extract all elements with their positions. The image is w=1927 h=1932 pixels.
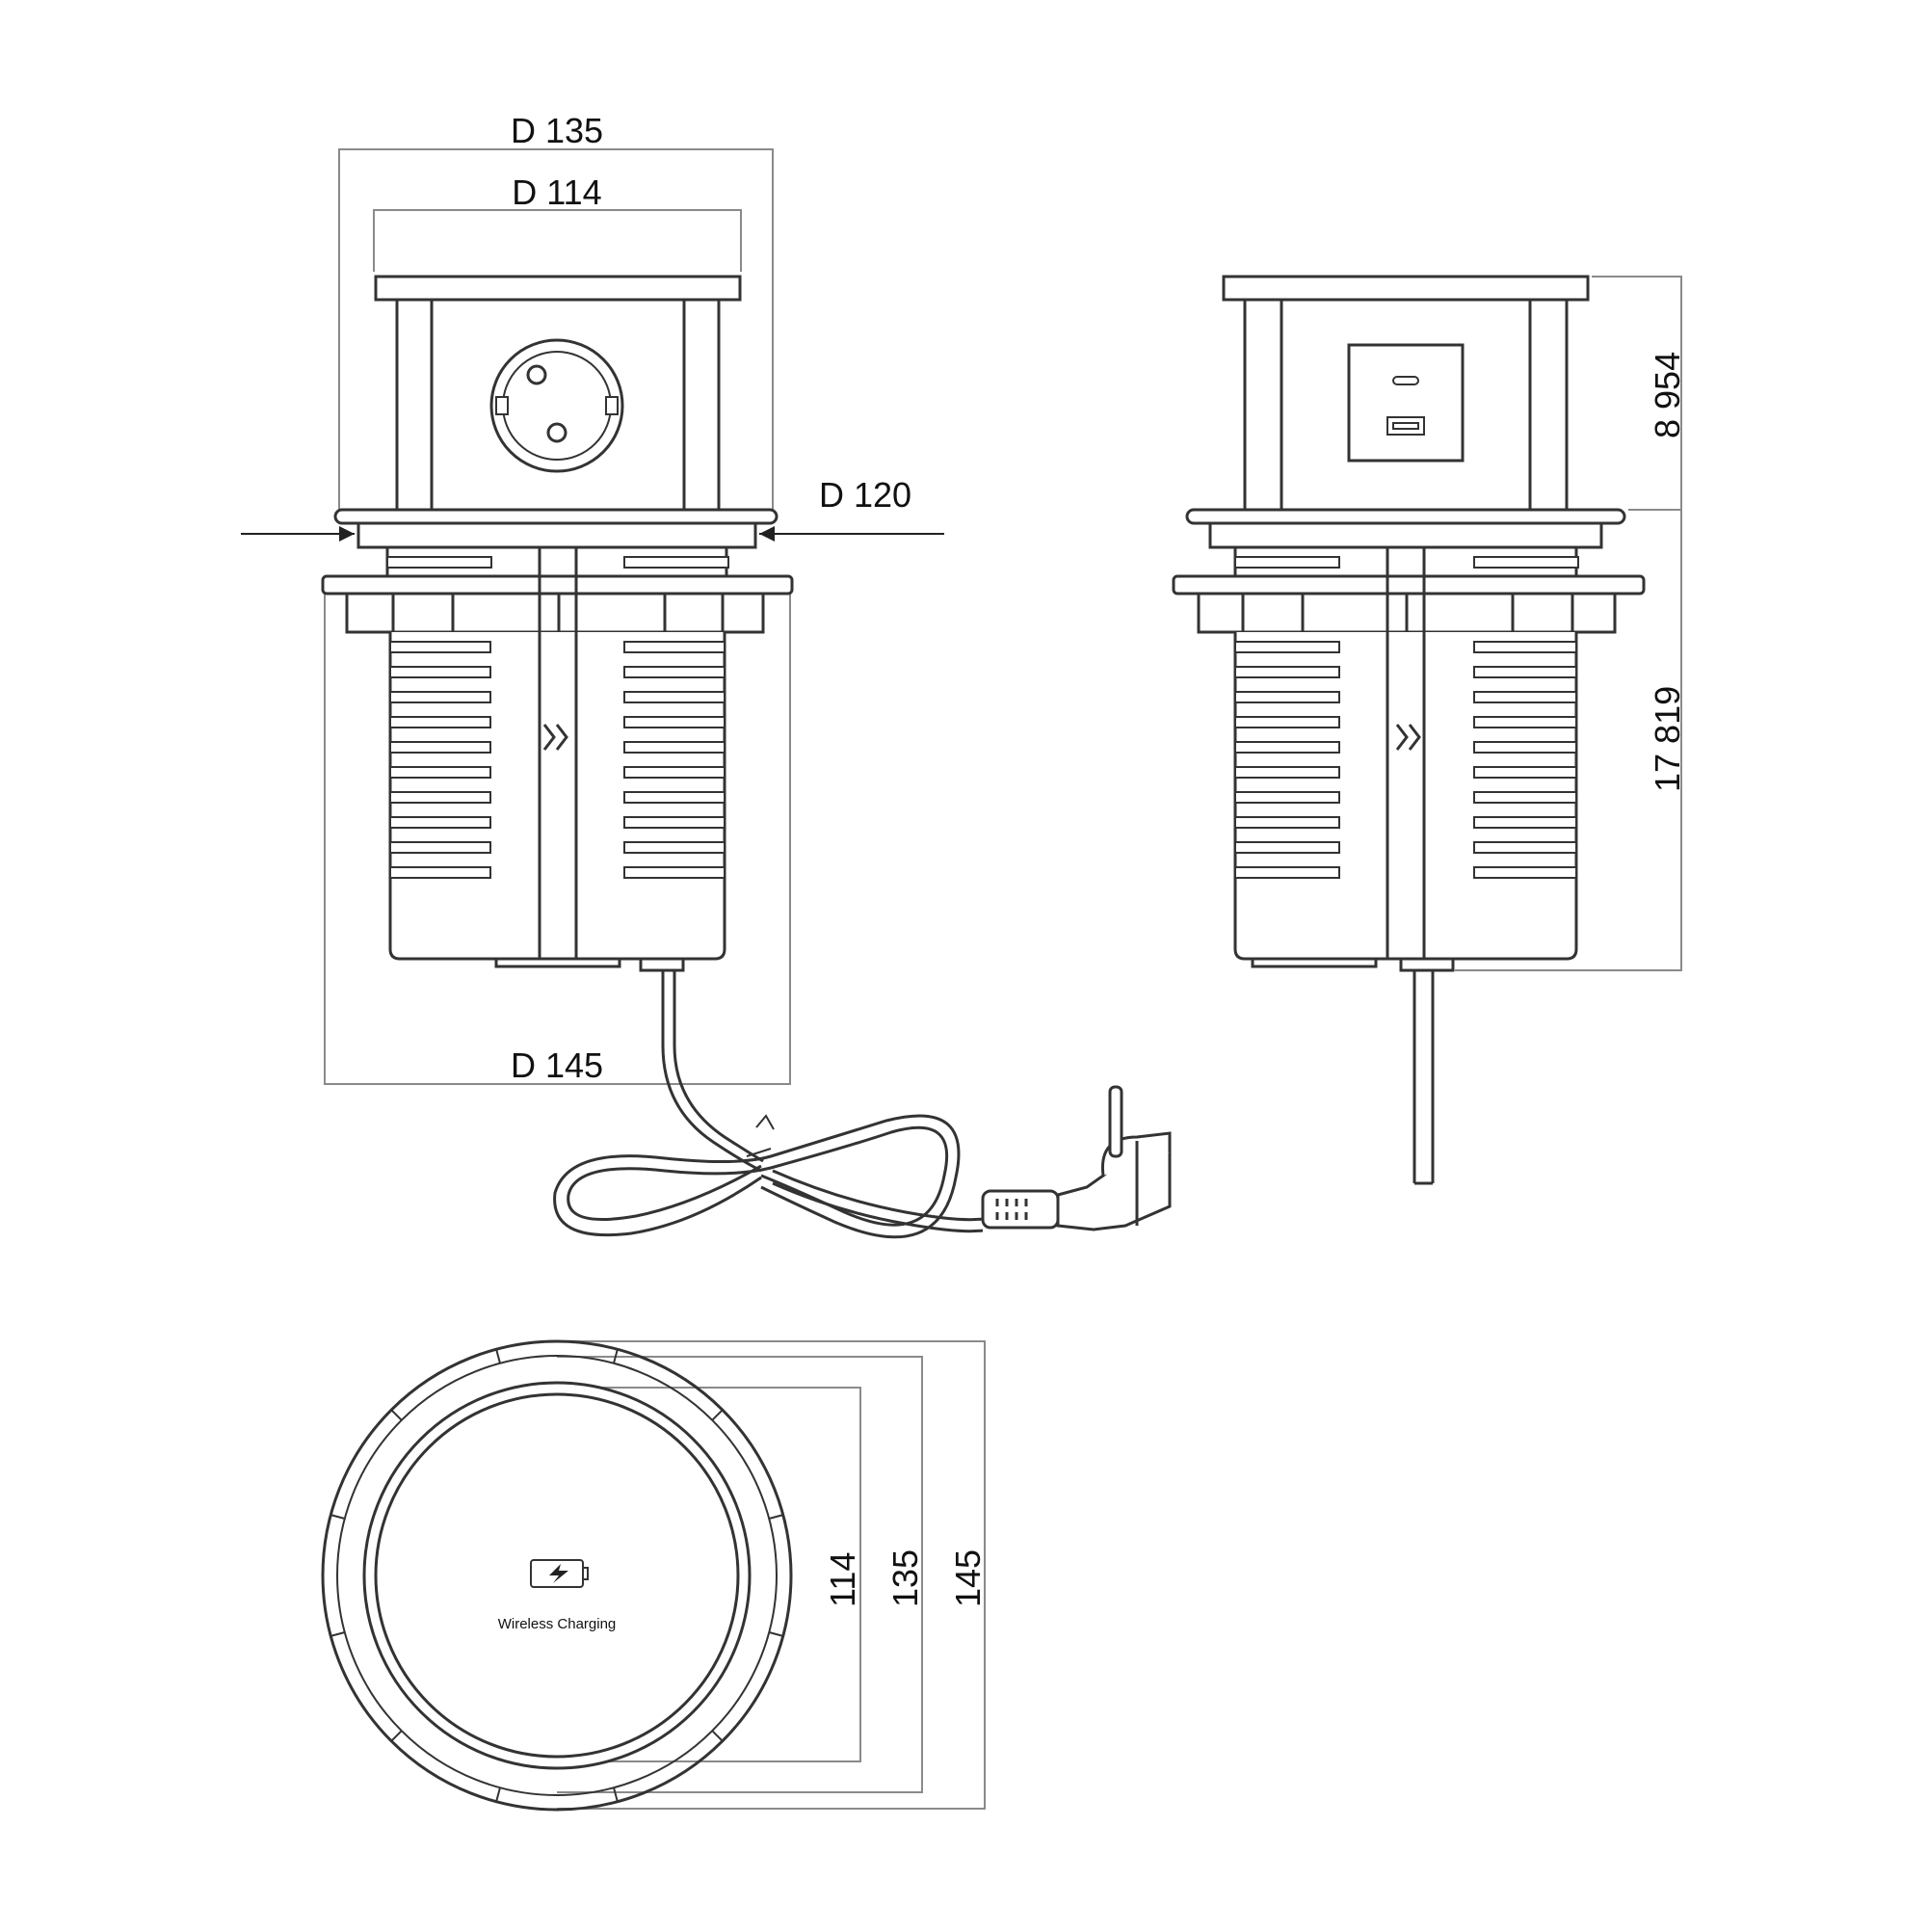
ring-tick	[330, 1514, 346, 1520]
vent-slot	[1234, 791, 1340, 804]
vent-slot	[1234, 816, 1340, 829]
ring-tick	[330, 1631, 346, 1637]
vent-slot	[1234, 841, 1340, 854]
dim-frame-145	[324, 580, 791, 1085]
vent-slot	[623, 841, 726, 854]
vent-slot	[1473, 741, 1577, 754]
ring-tick	[390, 1730, 403, 1742]
mounting-flange	[321, 574, 794, 595]
vent-slot	[389, 866, 491, 879]
vent-slot	[389, 641, 491, 653]
vent-slot	[389, 741, 491, 754]
ring-tick	[495, 1786, 501, 1802]
side-view	[1172, 275, 1682, 1185]
ring-tick	[390, 1409, 403, 1421]
vent-slot	[389, 766, 491, 779]
outer-ring-ticks	[330, 1349, 783, 1802]
schuko-plug-icon	[981, 1085, 1172, 1231]
top-dim-frame-145	[557, 1340, 986, 1810]
dim-label-d135: D 135	[511, 111, 603, 150]
chevron-right-icon-side	[1395, 724, 1421, 751]
top-view	[321, 1339, 986, 1812]
vent-slot	[623, 741, 726, 754]
vent-slot	[1473, 841, 1577, 854]
vent-slot	[389, 816, 491, 829]
side-vent-slots-right	[1473, 641, 1577, 879]
usb-c-port-icon	[1392, 376, 1419, 385]
vent-slot	[1234, 641, 1340, 653]
vent-slot	[1473, 766, 1577, 779]
vent-slot	[1234, 666, 1340, 678]
dim-label-d114: D 114	[512, 172, 601, 212]
dim-frame-114	[373, 209, 742, 272]
vent-slots-right	[623, 641, 726, 879]
vent-slot	[1234, 866, 1340, 879]
dim-label-height-upper: 8 954	[1648, 352, 1687, 438]
vent-slot	[1234, 691, 1340, 703]
ring-tick	[768, 1631, 783, 1637]
outer-ring	[321, 1339, 793, 1812]
vent-slot	[1473, 666, 1577, 678]
vent-slot	[1473, 791, 1577, 804]
wireless-charging-label: Wireless Charging	[498, 1616, 617, 1632]
vent-slot	[389, 841, 491, 854]
front-view	[241, 148, 1172, 1239]
vent-slot	[1234, 716, 1340, 728]
vent-slot	[1234, 741, 1340, 754]
vent-slot	[623, 866, 726, 879]
vent-slot	[1473, 816, 1577, 829]
vent-slot	[1473, 691, 1577, 703]
vent-slots-left	[389, 641, 491, 879]
vent-slot	[1473, 641, 1577, 653]
schuko-socket-icon	[489, 338, 624, 473]
top-flange	[333, 508, 779, 525]
side-dim-frame	[1455, 276, 1682, 971]
vent-slot	[389, 691, 491, 703]
dim-label-height-lower: 17 819	[1648, 686, 1687, 792]
vent-slot	[389, 791, 491, 804]
chevron-right-icon	[542, 724, 568, 751]
usb-panel	[1347, 343, 1465, 463]
battery-charging-icon	[530, 1559, 589, 1588]
vent-slot	[623, 766, 726, 779]
side-top-cap	[1222, 275, 1590, 302]
dim-label-d145: D 145	[511, 1045, 603, 1085]
ring-tick	[711, 1409, 724, 1421]
locking-nut	[345, 592, 765, 634]
vent-slot	[1234, 766, 1340, 779]
ring-tick	[768, 1514, 783, 1520]
ring-tick	[613, 1786, 619, 1802]
ring-tick	[495, 1349, 501, 1364]
top-dim-label-135: 135	[885, 1549, 925, 1607]
vent-slot	[1473, 866, 1577, 879]
vent-slot	[1473, 716, 1577, 728]
vent-slot	[623, 691, 726, 703]
top-dim-frame-135	[557, 1356, 923, 1793]
vent-slot	[623, 791, 726, 804]
vent-slot	[389, 716, 491, 728]
side-vent-slots-left	[1234, 641, 1340, 879]
top-dim-label-114: 114	[823, 1552, 862, 1607]
vent-slot	[623, 716, 726, 728]
vent-slot	[623, 816, 726, 829]
top-dim-label-145: 145	[948, 1549, 988, 1607]
top-cap	[374, 275, 742, 302]
dim-label-d120: D 120	[819, 475, 911, 515]
vent-slot	[623, 641, 726, 653]
ring-tick	[613, 1349, 619, 1364]
ring-tick	[711, 1730, 724, 1742]
vent-slot	[389, 666, 491, 678]
vent-slot	[623, 666, 726, 678]
top-dim-frame-114	[557, 1387, 861, 1762]
